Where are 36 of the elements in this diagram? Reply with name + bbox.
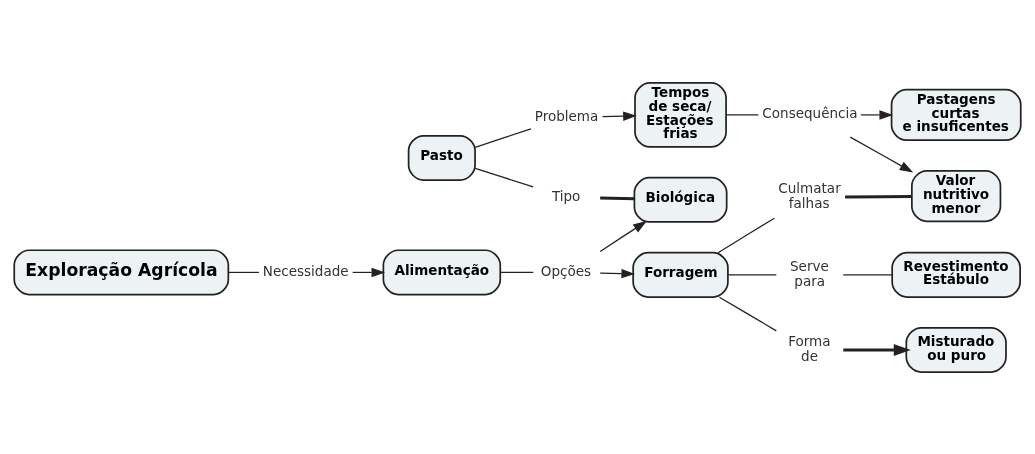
node-box: Pasto (407, 134, 476, 181)
connector (227, 271, 260, 273)
arrow (849, 136, 914, 173)
arrow (843, 343, 911, 356)
node-box: Forragem (632, 251, 729, 298)
arrow (601, 110, 637, 121)
node-text: Consequência (762, 104, 858, 121)
connector (725, 113, 759, 116)
node-box: Revestimento Estábulo (891, 251, 1021, 298)
node-box: Pastagens curtas e insuficentes (890, 88, 1022, 141)
node-text: Opções (540, 262, 592, 279)
node-box: Misturado ou puro (905, 326, 1007, 373)
arrow (860, 109, 893, 120)
connector (845, 194, 912, 199)
node-text: Serve para (790, 257, 829, 289)
connector (717, 217, 775, 253)
node-text: Culmatar falhas (778, 179, 841, 211)
node-box: Biológica (633, 176, 728, 223)
node-text: Problema (534, 107, 599, 124)
connector (474, 167, 534, 188)
arrow (599, 220, 647, 252)
node-text: Forma de (788, 332, 831, 364)
node-text: Tipo (551, 187, 581, 204)
connector (499, 271, 534, 273)
arrow (599, 268, 635, 278)
node-box: Exploração Agrícola (13, 248, 230, 295)
node-text: Necessidade (262, 262, 349, 279)
connector (474, 127, 532, 148)
connector (600, 196, 635, 200)
connector (727, 273, 777, 275)
node-box: Alimentação (382, 248, 502, 295)
connector (718, 296, 777, 331)
arrow (352, 267, 386, 277)
connector (842, 273, 893, 275)
node-box: Tempos de seca/ Estações frias (634, 81, 727, 148)
node-box: Valor nutritivo menor (911, 169, 1002, 222)
